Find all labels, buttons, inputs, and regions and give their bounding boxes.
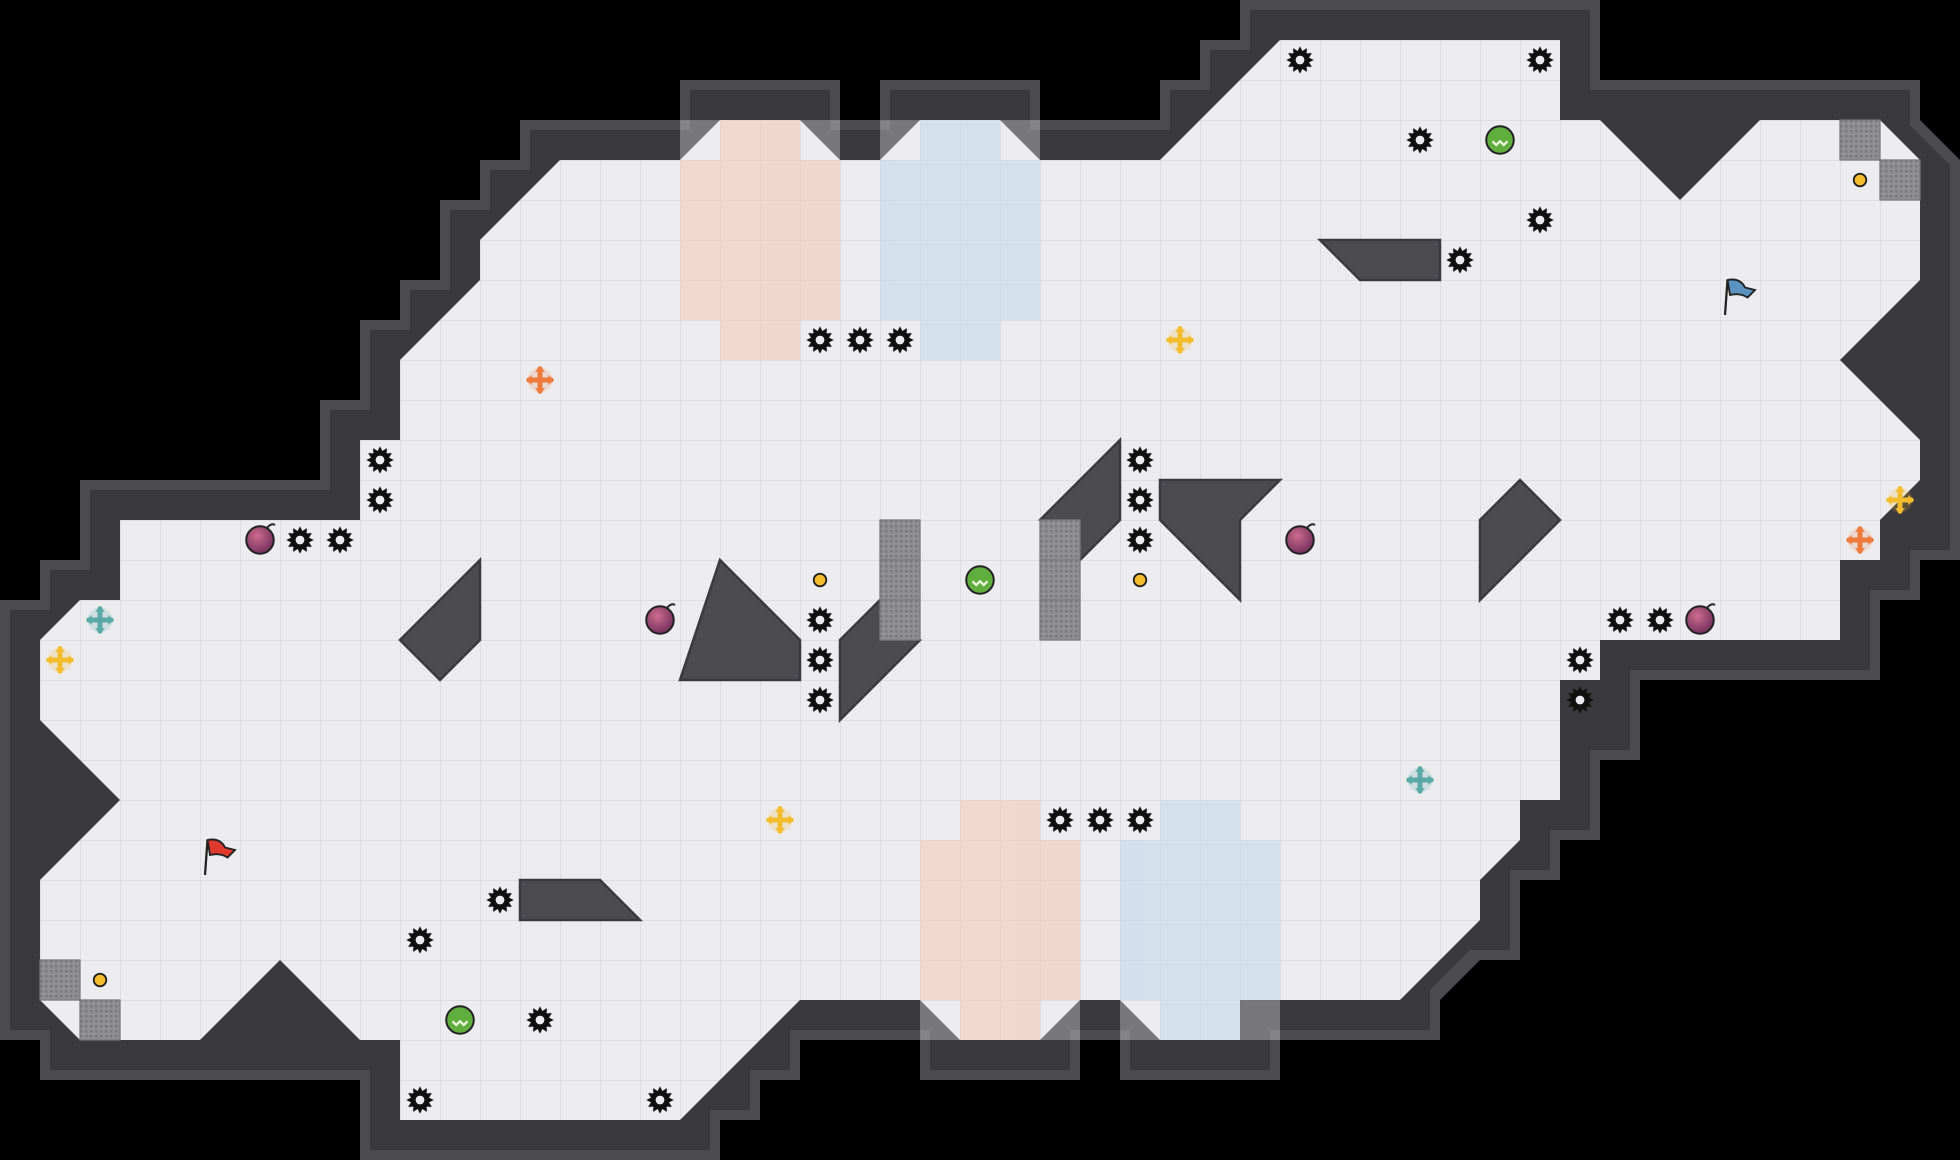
yellow-pellet-icon (1132, 572, 1148, 588)
bomb-icon (1285, 523, 1316, 555)
bomb-icon (245, 523, 276, 555)
red-flag-icon (203, 838, 237, 876)
spike-mine-icon (1126, 526, 1154, 554)
spike-mine-icon (326, 526, 354, 554)
spike-mine-icon (806, 326, 834, 354)
spike-mine-icon (646, 1086, 674, 1114)
spike-mine-icon (1046, 806, 1074, 834)
powerup-cross-icon (1886, 486, 1914, 514)
gate-tile-icon (1839, 119, 1881, 161)
spike-mine-icon (1126, 486, 1154, 514)
spike-mine-icon (1566, 646, 1594, 674)
spike-mine-icon (886, 326, 914, 354)
spike-mine-icon (806, 646, 834, 674)
spike-mine-icon (526, 1006, 554, 1034)
bomb-icon (1685, 603, 1716, 635)
spike-mine-icon (1526, 206, 1554, 234)
boost-pad-icon (445, 1005, 475, 1035)
spike-mine-icon (1286, 46, 1314, 74)
powerup-cross-icon (86, 606, 114, 634)
spike-mine-icon (1446, 246, 1474, 274)
map-entities (46, 46, 1914, 1114)
gate-tile-icon (879, 519, 921, 561)
spike-mine-icon (286, 526, 314, 554)
spike-mine-icon (486, 886, 514, 914)
gate-tile-icon (879, 599, 921, 641)
gate-tile-icon (1039, 519, 1081, 561)
spike-mine-icon (366, 486, 394, 514)
spike-mine-icon (406, 1086, 434, 1114)
powerup-cross-icon (766, 806, 794, 834)
spike-mine-icon (1406, 126, 1434, 154)
blue-flag-icon (1723, 278, 1757, 316)
boost-pad-icon (965, 565, 995, 595)
spike-mine-icon (1646, 606, 1674, 634)
spike-mine-icon (1086, 806, 1114, 834)
gate-tile-icon (1879, 159, 1921, 201)
powerup-cross-icon (1846, 526, 1874, 554)
yellow-pellet-icon (1852, 172, 1868, 188)
spike-mine-icon (366, 446, 394, 474)
gate-tiles (39, 119, 1921, 1041)
spike-mine-icon (1126, 446, 1154, 474)
gate-tile-icon (1039, 599, 1081, 641)
spike-mine-icon (1526, 46, 1554, 74)
spike-mine-icon (1126, 806, 1154, 834)
spike-mine-icon (406, 926, 434, 954)
gate-tile-icon (1039, 559, 1081, 601)
powerup-cross-icon (1406, 766, 1434, 794)
spike-mine-icon (806, 606, 834, 634)
gate-tile-icon (879, 559, 921, 601)
spike-mine-icon (1606, 606, 1634, 634)
powerup-cross-icon (526, 366, 554, 394)
powerup-cross-icon (46, 646, 74, 674)
spike-mine-icon (806, 686, 834, 714)
yellow-pellet-icon (92, 972, 108, 988)
boost-pad-icon (1485, 125, 1515, 155)
bomb-icon (645, 603, 676, 635)
powerup-cross-icon (1166, 326, 1194, 354)
yellow-pellet-icon (812, 572, 828, 588)
spike-mine-icon (1566, 686, 1594, 714)
interior-walls (398, 238, 1562, 922)
gate-tile-icon (79, 999, 121, 1041)
spike-mine-icon (846, 326, 874, 354)
gate-tile-icon (39, 959, 81, 1001)
